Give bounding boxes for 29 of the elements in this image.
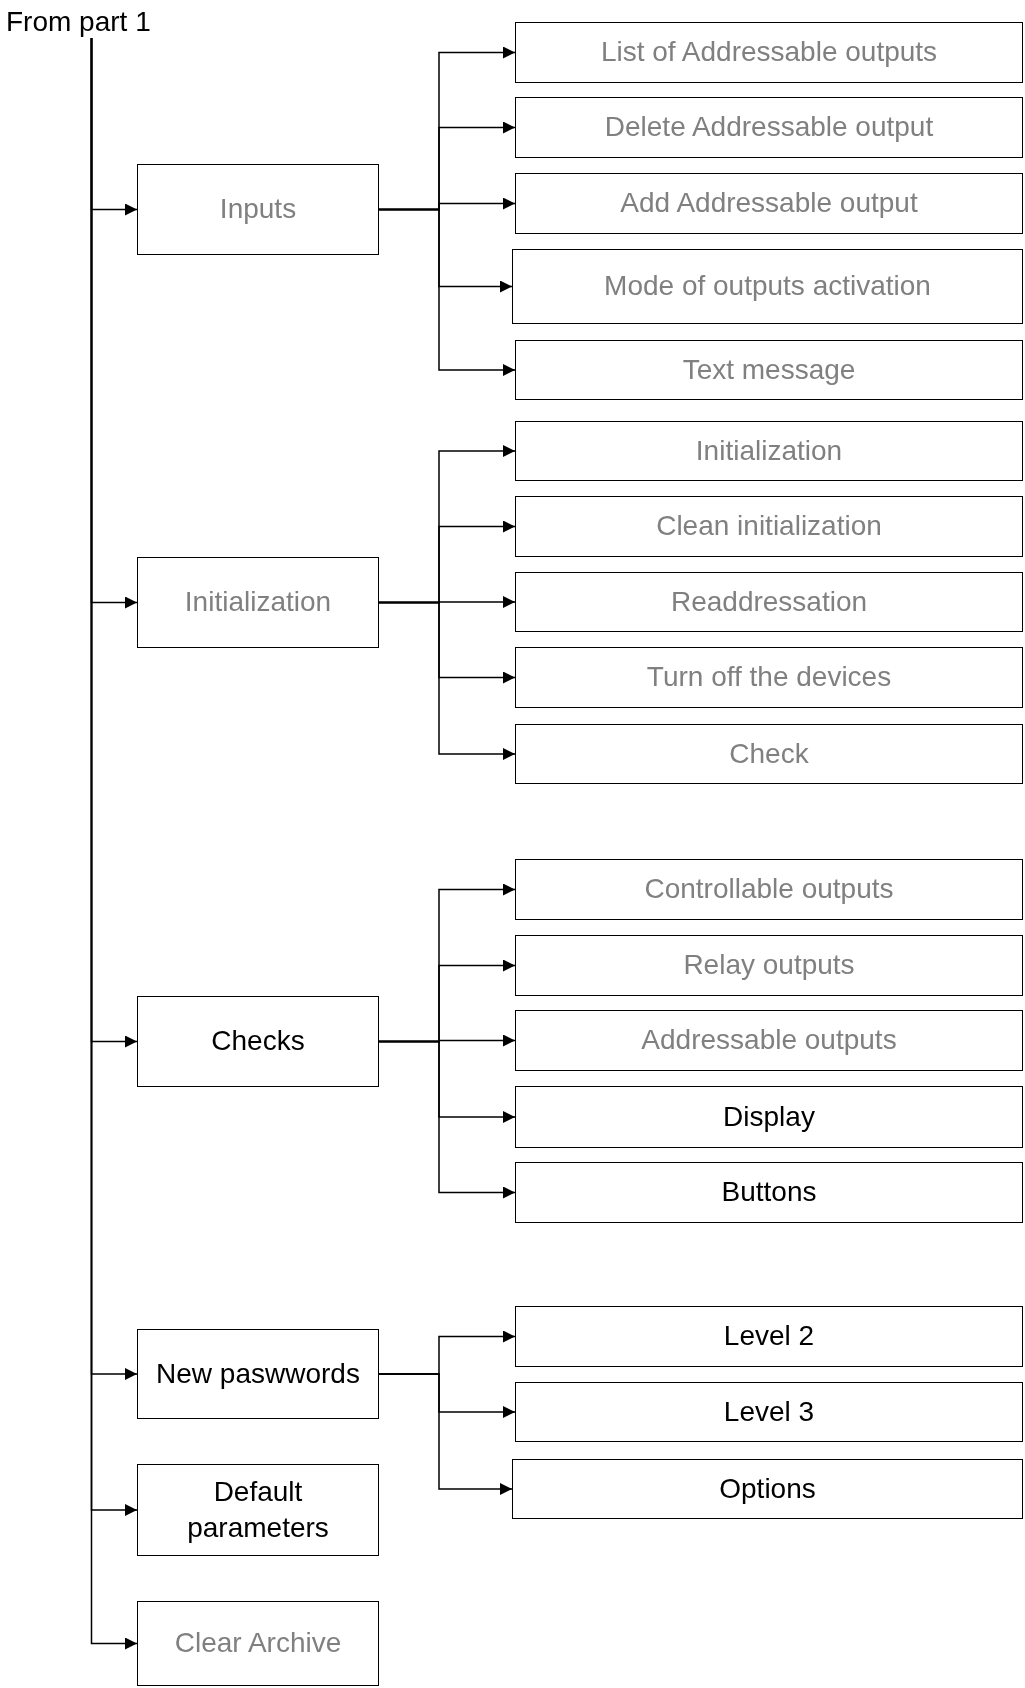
menu-box: Clear Archive [137, 1601, 379, 1686]
menu-box: List of Addressable outputs [515, 22, 1023, 83]
menu-box: Level 3 [515, 1382, 1023, 1442]
menu-box: Default parameters [137, 1464, 379, 1556]
arrow [378, 1373, 513, 1495]
menu-box: Clean initialization [515, 496, 1023, 557]
arrow [378, 601, 516, 760]
menu-box: Text message [515, 340, 1023, 400]
menu-box: Relay outputs [515, 935, 1023, 996]
menu-box: Mode of outputs activation [512, 249, 1023, 324]
menu-box: Readdressation [515, 572, 1023, 632]
menu-box: Delete Addressable output [515, 97, 1023, 158]
menu-box: Initialization [515, 421, 1023, 481]
menu-box: Level 2 [515, 1306, 1023, 1367]
menu-box: New paswwords [137, 1329, 379, 1419]
menu-box: Turn off the devices [515, 647, 1023, 708]
menu-box: Options [512, 1459, 1023, 1519]
menu-label: From part 1 [6, 6, 176, 38]
menu-box: Inputs [137, 164, 379, 255]
menu-box: Add Addressable output [515, 173, 1023, 234]
menu-box: Display [515, 1086, 1023, 1148]
menu-box: Controllable outputs [515, 859, 1023, 920]
menu-box: Buttons [515, 1162, 1023, 1223]
menu-box: Addressable outputs [515, 1010, 1023, 1071]
menu-box: Checks [137, 996, 379, 1087]
menu-box: Check [515, 724, 1023, 784]
arrow [378, 208, 516, 376]
arrow [378, 1040, 516, 1199]
menu-box: Initialization [137, 557, 379, 648]
